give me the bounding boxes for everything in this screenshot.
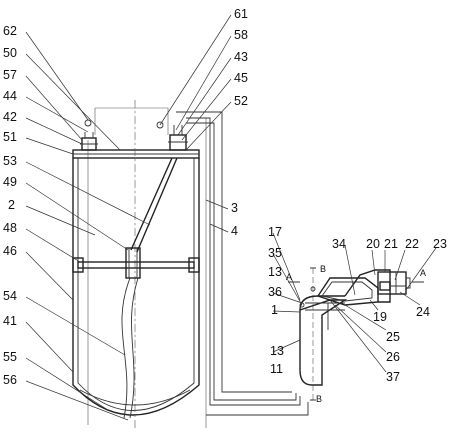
- label-21: 21: [384, 237, 398, 251]
- label-56: 56: [3, 373, 17, 387]
- label-44: 44: [3, 89, 17, 103]
- label-57: 57: [3, 68, 17, 82]
- label-13-lower: 13: [270, 344, 284, 358]
- pipe-3: [186, 117, 301, 406]
- pipe-4: [186, 122, 297, 401]
- label-4: 4: [231, 224, 238, 238]
- central-hub: [125, 247, 141, 279]
- label-49: 49: [3, 175, 17, 189]
- label-51: 51: [3, 130, 17, 144]
- label-53: 53: [3, 154, 17, 168]
- label-11: 11: [270, 362, 283, 376]
- label-58: 58: [234, 28, 248, 42]
- label-50: 50: [3, 46, 17, 60]
- label-48: 48: [3, 221, 17, 235]
- inclined-rod: [130, 157, 178, 253]
- label-26: 26: [386, 350, 400, 364]
- connector-assembly: [288, 267, 424, 401]
- label-54: 54: [3, 289, 17, 303]
- part-labels: 62 50 57 44 42 51 53 49 2 48 46 54 41 55…: [3, 7, 447, 404]
- label-25: 25: [386, 330, 400, 344]
- vessel-inner-wall: [77, 158, 195, 411]
- tank-frame-outline: [87, 107, 207, 428]
- right-cap: [377, 271, 407, 295]
- label-41: 41: [3, 314, 17, 328]
- label-43: 43: [234, 50, 248, 64]
- label-20: 20: [366, 237, 380, 251]
- label-23: 23: [433, 237, 447, 251]
- label-36: 36: [268, 285, 282, 299]
- section-mark-a-left: A: [286, 272, 292, 282]
- section-mark-b-bottom: B: [316, 394, 322, 404]
- label-1: 1: [271, 303, 278, 317]
- leader-lines: [25, 14, 437, 421]
- flexible-hose: [121, 277, 139, 419]
- neck: [344, 269, 391, 303]
- right-top-fitting: [169, 134, 187, 151]
- nozzle-body: [299, 299, 348, 386]
- label-13-upper: 13: [268, 265, 282, 279]
- label-42: 42: [3, 110, 17, 124]
- label-19: 19: [373, 310, 387, 324]
- label-52: 52: [234, 94, 248, 108]
- label-3: 3: [231, 201, 238, 215]
- label-55: 55: [3, 350, 17, 364]
- section-mark-a-right: A: [420, 268, 426, 278]
- label-22: 22: [405, 237, 419, 251]
- label-46: 46: [3, 244, 17, 258]
- label-45: 45: [234, 71, 248, 85]
- middle-plate: [77, 261, 195, 269]
- housing-hatch: [321, 281, 373, 302]
- label-24: 24: [416, 305, 430, 319]
- label-17: 17: [268, 225, 282, 239]
- label-2: 2: [8, 198, 15, 212]
- tank-assembly: [72, 100, 309, 430]
- label-34: 34: [332, 237, 346, 251]
- label-37: 37: [386, 370, 400, 384]
- label-62: 62: [3, 24, 17, 38]
- section-mark-b-top: B: [320, 264, 326, 274]
- label-35: 35: [268, 246, 282, 260]
- label-61: 61: [234, 7, 248, 21]
